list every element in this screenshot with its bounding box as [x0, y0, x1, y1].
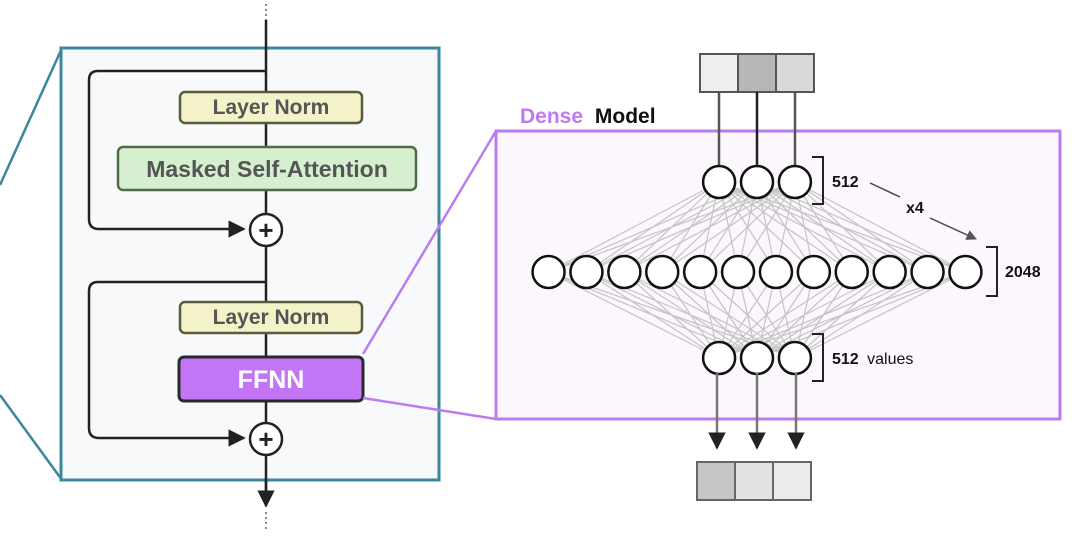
output-layer-unit: values	[867, 351, 913, 368]
neuron-connection	[624, 181, 796, 273]
dense-model-title: Dense Model	[520, 105, 656, 128]
hidden-neuron	[796, 254, 832, 290]
neuron-connection	[699, 181, 796, 273]
output-layer-label: 512 values	[832, 351, 913, 368]
add-node-top	[248, 212, 284, 248]
input-vector	[699, 53, 815, 93]
hidden-neuron	[645, 254, 680, 290]
input-vector-cell	[700, 54, 738, 92]
neuron-connection	[737, 181, 796, 273]
expansion-line-left	[869, 182, 901, 198]
layer-norm-top-label: Layer Norm	[213, 96, 330, 119]
ffnn-zoom-guide-top	[361, 130, 498, 355]
hidden-neuron	[682, 254, 718, 290]
expansion-label: x4	[906, 200, 924, 217]
output-vector-cell	[735, 462, 773, 500]
zoom-guide-bottom	[0, 394, 64, 481]
neuron-connection	[718, 271, 853, 359]
output-vector	[696, 461, 812, 501]
add-node-bottom	[248, 421, 284, 457]
hidden-neuron	[758, 254, 794, 290]
neuron-connection	[794, 181, 928, 273]
output-vector-cell	[697, 462, 735, 500]
layer-norm-top-box	[178, 90, 364, 125]
input-vector-cell	[738, 54, 776, 92]
input-layer-bracket	[812, 156, 824, 205]
hidden-neuron	[531, 254, 566, 290]
output-layer-bracket	[812, 333, 824, 382]
neuron-connection	[548, 181, 720, 273]
hidden-layer-bracket	[986, 246, 998, 297]
layer-norm-bottom-box	[178, 300, 364, 335]
zoom-guide-top	[0, 47, 64, 186]
output-neuron	[777, 340, 813, 376]
output-neuron	[739, 340, 775, 376]
input-neuron	[701, 164, 737, 200]
residual-connection-top	[87, 69, 266, 238]
hidden-neuron	[607, 254, 642, 290]
hidden-neuron	[720, 254, 756, 290]
neuron-connection	[794, 181, 853, 273]
dense-title-rest: Model	[595, 105, 656, 128]
output-vector-cell	[773, 462, 811, 500]
hidden-layer-label: 2048	[1005, 264, 1041, 281]
masked-self-attention-label: Masked Self-Attention	[146, 156, 388, 182]
input-layer-label: 512	[832, 174, 859, 191]
neuron-connection	[586, 271, 720, 359]
input-neuron	[739, 164, 775, 200]
residual-connection-bottom	[87, 280, 266, 447]
neurons	[531, 164, 983, 376]
add-symbol-top: +	[258, 215, 273, 245]
output-neuron	[701, 340, 737, 376]
ffnn-box	[177, 355, 365, 403]
expansion-arrow	[929, 217, 977, 240]
hidden-neuron	[948, 254, 983, 290]
input-neuron	[777, 164, 813, 200]
neuron-connection	[794, 181, 891, 273]
hidden-neuron	[872, 254, 907, 290]
hidden-neuron	[834, 254, 869, 290]
layer-norm-bottom-label: Layer Norm	[213, 306, 330, 329]
neuron-connection	[623, 271, 720, 359]
neuron-connection	[661, 181, 796, 273]
add-symbol-bottom: +	[258, 424, 273, 454]
output-vector-frame	[696, 461, 812, 501]
output-layer-number: 512	[832, 351, 859, 368]
neuron-connection	[718, 271, 815, 359]
masked-self-attention-box	[116, 145, 418, 192]
ffnn-zoom-guide-bottom	[362, 396, 497, 421]
dense-title-accent: Dense	[520, 105, 583, 128]
input-vector-cell	[776, 54, 814, 92]
hidden-neuron	[910, 254, 945, 290]
ffnn-label: FFNN	[238, 366, 305, 394]
hidden-neuron	[569, 254, 604, 290]
